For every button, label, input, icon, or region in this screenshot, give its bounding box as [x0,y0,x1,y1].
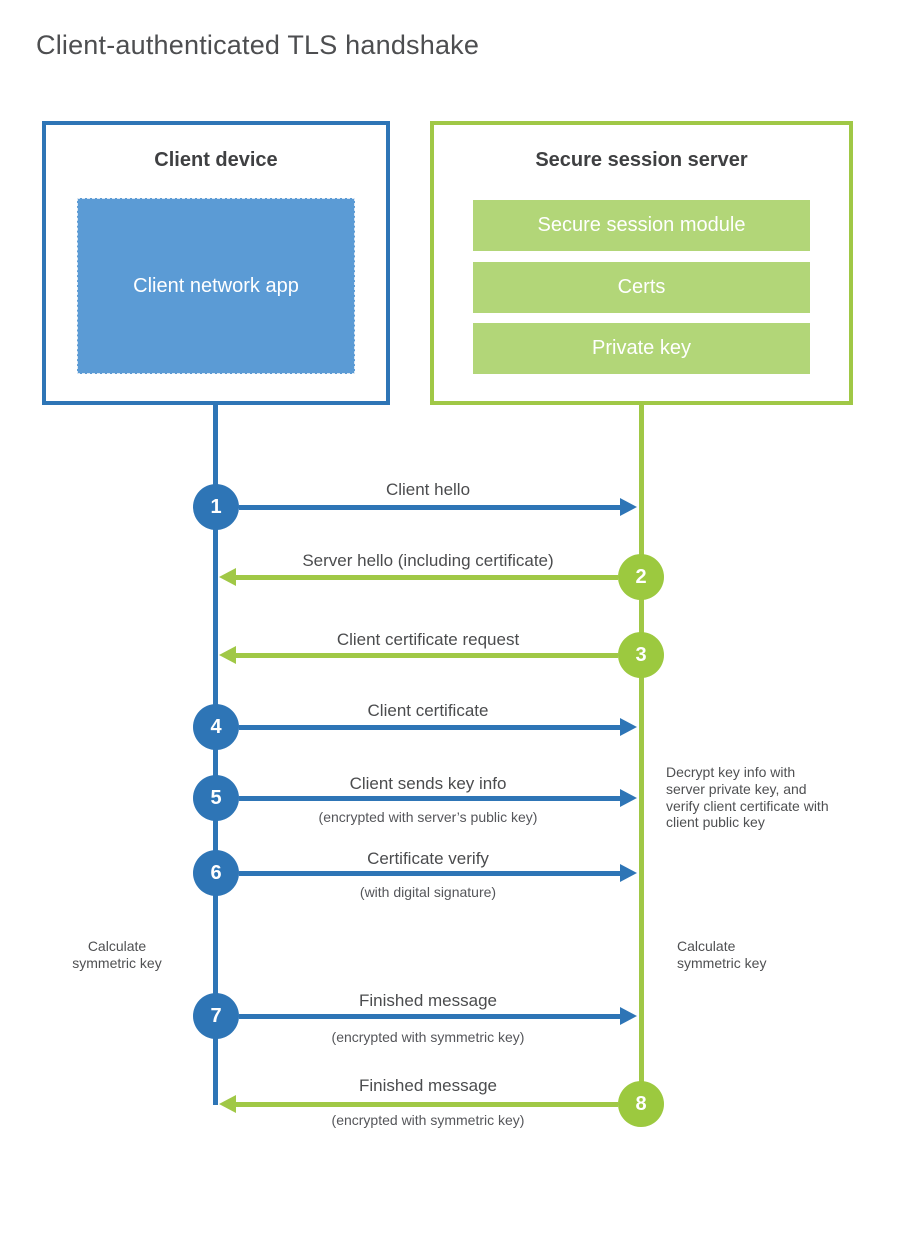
server-module-secure-session: Secure session module [473,200,810,251]
step2-number: 2 [635,565,647,588]
annotation-calc-symmetric-key-client: Calculate symmetric key [72,938,162,971]
step1-label: Client hello [385,480,471,499]
step7-number: 7 [210,1004,222,1027]
step6-arrow [239,871,620,876]
server-module-label: Certs [617,276,666,298]
step4-number: 4 [210,715,222,738]
step8-arrowhead-icon [219,1095,236,1113]
step4-arrow [239,725,620,730]
client-device-header: Client device [154,149,278,171]
secure-session-server-box: Secure session server Secure session mod… [430,121,853,405]
step8-arrow [236,1102,618,1107]
server-module-label: Private key [592,337,691,359]
client-device-box: Client device Client network app [42,121,390,405]
step5-circle: 5 [193,775,239,821]
secure-session-server-header: Secure session server [535,149,748,171]
step2-label: Server hello (including certificate) [302,551,554,570]
step5-label: Client sends key info [349,774,507,793]
client-network-app-box: Client network app [77,198,355,374]
step7-circle: 7 [193,993,239,1039]
client-network-app-label: Client network app [133,275,299,297]
annotation-calc-symmetric-key-server: Calculate symmetric key [677,938,767,971]
step3-arrowhead-icon [219,646,236,664]
step2-arrow [236,575,618,580]
annotation-decrypt-key-info: Decrypt key info with server private key… [666,764,829,831]
step3-label: Client certificate request [336,630,520,649]
step5-sublabel: (encrypted with server’s public key) [318,809,538,825]
step1-circle: 1 [193,484,239,530]
step5-number: 5 [210,786,222,809]
step6-arrowhead-icon [620,864,637,882]
server-lifeline [639,405,644,1105]
step8-number: 8 [635,1092,647,1115]
step6-sublabel: (with digital signature) [359,884,497,900]
step4-arrowhead-icon [620,718,637,736]
step1-arrow [239,505,620,510]
step8-sublabel: (encrypted with symmetric key) [331,1112,525,1128]
step2-circle: 2 [618,554,664,600]
step6-label: Certificate verify [367,849,489,868]
server-module-private-key: Private key [473,323,810,374]
step8-label: Finished message [359,1076,497,1095]
step7-sublabel: (encrypted with symmetric key) [331,1029,525,1045]
step3-circle: 3 [618,632,664,678]
step1-number: 1 [210,495,222,518]
step4-circle: 4 [193,704,239,750]
step1-arrowhead-icon [620,498,637,516]
step5-arrow [239,796,620,801]
step6-number: 6 [210,861,222,884]
step5-arrowhead-icon [620,789,637,807]
step7-arrowhead-icon [620,1007,637,1025]
step3-number: 3 [635,643,647,666]
step4-label: Client certificate [367,701,489,720]
page-title: Client-authenticated TLS handshake [36,30,480,60]
server-module-certs: Certs [473,262,810,313]
step6-circle: 6 [193,850,239,896]
step3-arrow [236,653,618,658]
client-lifeline [213,405,218,1105]
server-module-label: Secure session module [537,214,746,236]
step8-circle: 8 [618,1081,664,1127]
step7-label: Finished message [359,991,497,1010]
step7-arrow [239,1014,620,1019]
step2-arrowhead-icon [219,568,236,586]
